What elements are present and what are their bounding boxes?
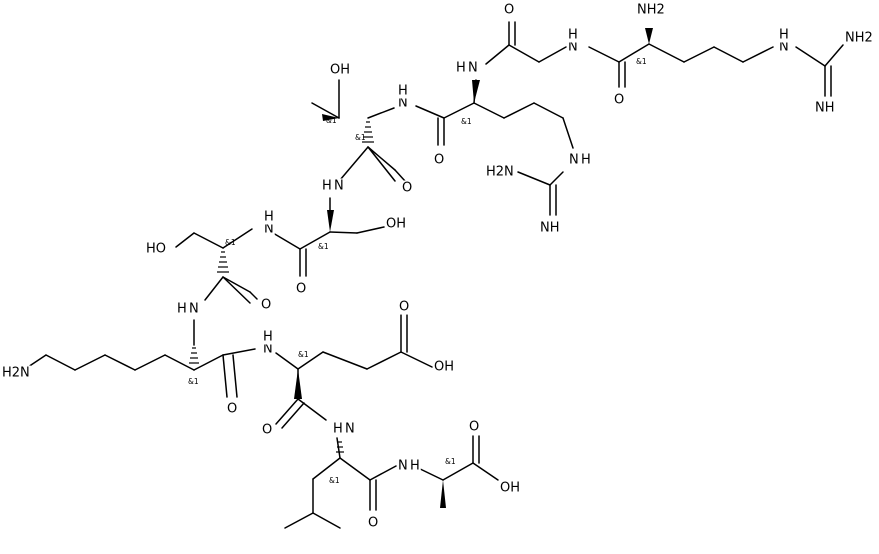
atom-n-ser2: N — [334, 179, 344, 194]
atom-nh-guan-2: NH — [540, 221, 560, 236]
bonds — [24, 21, 844, 529]
stereo-label-leu: &1 — [329, 476, 340, 485]
stereo-label-arg1: &1 — [636, 57, 647, 66]
atom-oh-ser2: OH — [386, 217, 406, 232]
atom-n-leu: N — [345, 422, 355, 437]
atom-o-leu: O — [368, 516, 378, 531]
atom-h-guan-1: H — [779, 28, 789, 43]
atom-h-leu: H — [333, 422, 343, 437]
atom-o-glu-acid: O — [399, 300, 409, 315]
atom-nh2-lys: H2N — [2, 366, 30, 381]
stereo-label-ser1: &1 — [225, 238, 236, 247]
atom-h-lys: H — [177, 302, 187, 317]
atom-o-arg1: O — [614, 93, 624, 108]
atom-h-ser2: H — [322, 179, 332, 194]
atom-o-ser1: O — [261, 298, 271, 313]
atom-h-ala: H — [410, 459, 420, 474]
atom-h-guan-2: H — [581, 153, 591, 168]
atom-o-ala: O — [469, 420, 479, 435]
atom-nh-guan-1: NH — [815, 101, 835, 116]
atom-oh-thr: OH — [330, 63, 350, 78]
atom-n-ser1: N — [264, 222, 274, 237]
stereo-label-thr-beta: &1 — [326, 116, 337, 125]
atom-o-thr: O — [402, 181, 412, 196]
atom-nh2-guan-2: H2N — [486, 165, 514, 180]
atom-o-ser2: O — [296, 282, 306, 297]
atom-n-guan-1: N — [779, 40, 789, 55]
atom-h-thr: H — [398, 84, 408, 99]
atom-oh-ala: OH — [500, 481, 520, 496]
atom-h-ser1: H — [264, 210, 274, 225]
atom-h-gly: H — [568, 28, 578, 43]
stereo-label-ser2: &1 — [318, 242, 329, 251]
hash-thr-alpha — [362, 121, 374, 143]
atom-h-glu: H — [263, 330, 273, 345]
atom-o-arg2: O — [434, 153, 444, 168]
stereo-label-thr-alpha: &1 — [355, 133, 366, 142]
atom-n-ala: N — [398, 459, 408, 474]
atom-n-glu: N — [263, 342, 273, 357]
atom-n-guan-2: N — [569, 153, 579, 168]
atom-h-arg2: H — [456, 61, 466, 76]
atom-n-thr: N — [398, 96, 408, 111]
atom-n-lys: N — [189, 302, 199, 317]
atom-o-glu: O — [262, 423, 272, 438]
atom-nh2-guan-1: NH2 — [845, 31, 873, 46]
stereo-label-arg2: &1 — [461, 117, 472, 126]
atom-n-arg2: N — [468, 61, 478, 76]
atom-nh2-arg1: NH2 — [637, 3, 665, 18]
stereo-label-ala: &1 — [445, 457, 456, 466]
hash-leu-alpha — [336, 441, 344, 453]
atom-o-gly: O — [504, 3, 514, 18]
hash-lys-alpha — [189, 347, 199, 364]
atom-oh-glu-acid: OH — [434, 360, 454, 375]
stereo-label-glu: &1 — [298, 350, 309, 359]
atom-n-gly: N — [568, 40, 578, 55]
atom-oh-ser1: HO — [146, 242, 166, 257]
atom-o-lys: O — [227, 402, 237, 417]
hash-ser1-alpha — [217, 251, 229, 273]
stereo-bonds — [189, 28, 653, 508]
atom-labels: NH2 NH N H NH2 O N H O N H O H2N NH N H … — [1, 2, 874, 531]
stereo-label-lys: &1 — [188, 377, 199, 386]
stereo-labels: &1 &1 &1 &1 &1 &1 &1 &1 &1 &1 — [188, 57, 647, 485]
